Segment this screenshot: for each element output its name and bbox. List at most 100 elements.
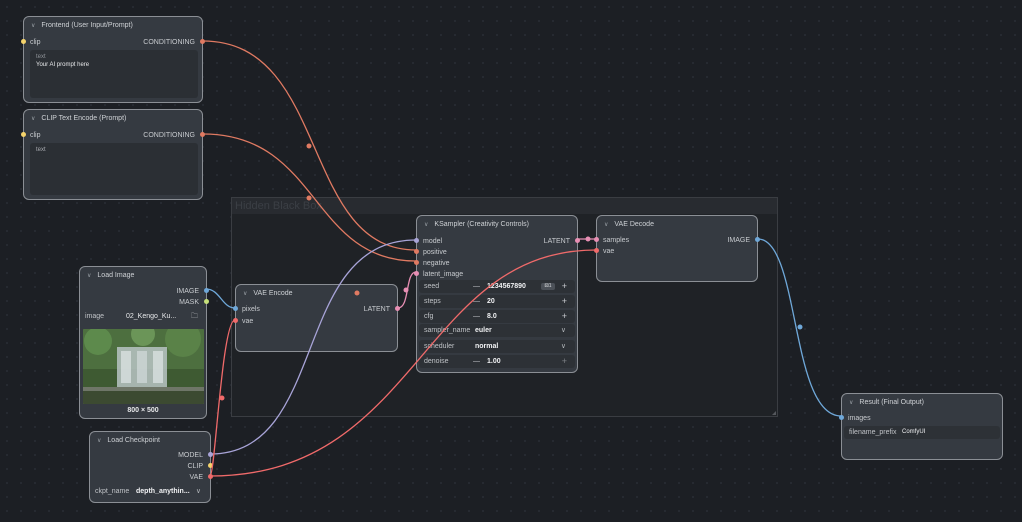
chevron-down-icon: ∨ xyxy=(560,327,566,334)
chevron-down-icon: ∨ xyxy=(560,343,566,350)
clip-input-label: clip xyxy=(30,39,41,46)
filename-prefix-field[interactable]: filename_prefix ComfyUI xyxy=(844,426,1000,439)
latent-output-socket[interactable] xyxy=(395,306,400,311)
denoise-increment-button[interactable]: + xyxy=(561,356,567,366)
positive-input-socket[interactable] xyxy=(414,249,419,254)
load-checkpoint-node[interactable]: ∨ Load Checkpoint MODEL CLIP VAE ckpt_nam… xyxy=(89,431,213,503)
denoise-label: denoise xyxy=(424,358,449,365)
group-title: Hidden Black Box xyxy=(232,198,777,214)
cfg-increment-button[interactable]: + xyxy=(561,311,567,321)
vae-encode-node[interactable]: ∨VAE Encode pixels vae LATENT xyxy=(233,284,400,352)
model-output-label: MODEL xyxy=(178,452,203,459)
cfg-widget[interactable]: cfg — 8.0 + xyxy=(419,310,575,323)
image-size-label: 800 × 500 xyxy=(127,407,159,414)
conditioning-output-socket[interactable] xyxy=(200,132,205,137)
image-filename: 02_Kengo_Ku... xyxy=(126,313,177,320)
steps-decrement-button[interactable]: — xyxy=(473,298,480,305)
scheduler-label: scheduler xyxy=(424,343,455,350)
cfg-label: cfg xyxy=(424,313,434,320)
filename-prefix-label: filename_prefix xyxy=(849,429,897,436)
collapse-chevron-icon[interactable]: ∨ xyxy=(87,272,92,279)
sampler-name-select[interactable]: sampler_name euler ∨ xyxy=(419,324,575,337)
negative-input-socket[interactable] xyxy=(414,260,419,265)
chevron-down-icon: ∨ xyxy=(195,488,201,495)
scheduler-value: normal xyxy=(475,343,499,350)
clip-input-socket[interactable] xyxy=(21,132,26,137)
positive-input-label: positive xyxy=(423,249,447,256)
steps-increment-button[interactable]: + xyxy=(561,296,567,306)
vae-output-socket[interactable] xyxy=(208,474,213,479)
group-resize-handle[interactable] xyxy=(772,411,776,415)
node-title: CLIP Text Encode (Prompt) xyxy=(41,114,127,122)
ksampler-node[interactable]: ∨KSampler (Creativity Controls) model po… xyxy=(414,215,580,373)
samples-input-socket[interactable] xyxy=(594,237,599,242)
image-output-socket[interactable] xyxy=(755,237,760,242)
model-input-socket[interactable] xyxy=(414,238,419,243)
node-title: Load Image xyxy=(97,271,135,279)
sampler-name-label: sampler_name xyxy=(424,327,471,334)
denoise-widget[interactable]: denoise — 1.00 + xyxy=(419,355,575,368)
prompt-textarea[interactable]: text Your AI prompt here xyxy=(30,50,198,98)
cfg-decrement-button[interactable]: — xyxy=(473,313,480,320)
model-input-label: model xyxy=(423,238,443,245)
image-output-label: IMAGE xyxy=(176,288,199,295)
vae-input-label: vae xyxy=(603,248,615,255)
vae-output-label: VAE xyxy=(189,474,204,481)
image-preview xyxy=(83,329,204,404)
vae-input-socket[interactable] xyxy=(233,318,238,323)
seed-decrement-button[interactable]: — xyxy=(473,283,480,290)
node-title: VAE Decode xyxy=(614,220,654,228)
images-input-socket[interactable] xyxy=(839,415,844,420)
randomize-seed-icon[interactable]: ⚄1 xyxy=(541,283,555,290)
mask-output-label: MASK xyxy=(179,299,199,306)
cfg-value: 8.0 xyxy=(487,313,497,320)
conditioning-output-socket[interactable] xyxy=(200,39,205,44)
pixels-input-socket[interactable] xyxy=(233,306,238,311)
clip-text-encode-node[interactable]: ∨ CLIP Text Encode (Prompt) clip CONDITIO… xyxy=(21,109,205,200)
ckpt-name-select[interactable]: ckpt_name depth_anythin... ∨ xyxy=(90,485,210,498)
clip-output-label: CLIP xyxy=(187,463,203,470)
collapse-chevron-icon[interactable]: ∨ xyxy=(31,115,36,122)
clip-input-label: clip xyxy=(30,132,41,139)
mask-output-socket[interactable] xyxy=(204,299,209,304)
load-image-node[interactable]: ∨ Load Image IMAGE MASK image 02_Kengo_Ku… xyxy=(79,266,209,419)
latent-output-socket[interactable] xyxy=(575,238,580,243)
collapse-chevron-icon[interactable]: ∨ xyxy=(604,221,609,228)
denoise-value: 1.00 xyxy=(487,358,501,365)
latent-image-input-socket[interactable] xyxy=(414,271,419,276)
clip-input-socket[interactable] xyxy=(21,39,26,44)
conditioning-output-label: CONDITIONING xyxy=(143,39,195,46)
scheduler-select[interactable]: scheduler normal ∨ xyxy=(419,340,575,353)
collapse-chevron-icon[interactable]: ∨ xyxy=(424,221,429,228)
images-input-label: images xyxy=(848,415,871,422)
filename-prefix-value: ComfyUI xyxy=(902,429,926,435)
samples-input-label: samples xyxy=(603,237,630,244)
folder-icon[interactable]: 🗀 xyxy=(191,313,198,320)
collapse-chevron-icon[interactable]: ∨ xyxy=(243,290,248,297)
clip-output-socket[interactable] xyxy=(208,463,213,468)
result-node[interactable]: ∨Result (Final Output) images filename_p… xyxy=(839,393,1003,460)
vae-decode-node[interactable]: ∨VAE Decode samples vae IMAGE xyxy=(594,215,760,282)
conditioning-output-label: CONDITIONING xyxy=(143,132,195,139)
steps-widget[interactable]: steps — 20 + xyxy=(419,295,575,308)
collapse-chevron-icon[interactable]: ∨ xyxy=(31,22,36,29)
node-title: Load Checkpoint xyxy=(107,436,160,444)
collapse-chevron-icon[interactable]: ∨ xyxy=(849,399,854,406)
seed-widget[interactable]: seed — 1234567890 ⚄1 + xyxy=(419,280,575,293)
frontend-node[interactable]: ∨Frontend (User Input/Prompt) clip CONDI… xyxy=(21,16,205,103)
node-title: VAE Encode xyxy=(253,289,293,297)
latent-output-label: LATENT xyxy=(363,306,390,313)
steps-label: steps xyxy=(424,298,441,305)
prompt-textarea[interactable]: text xyxy=(30,143,198,195)
vae-input-socket[interactable] xyxy=(594,248,599,253)
image-output-socket[interactable] xyxy=(204,288,209,293)
seed-increment-button[interactable]: + xyxy=(561,281,567,291)
model-output-socket[interactable] xyxy=(208,452,213,457)
seed-value: 1234567890 xyxy=(487,283,526,290)
seed-label: seed xyxy=(424,283,440,290)
negative-input-label: negative xyxy=(423,260,450,267)
collapse-chevron-icon[interactable]: ∨ xyxy=(97,437,102,444)
image-selector[interactable]: image 02_Kengo_Ku... 🗀 xyxy=(80,310,206,323)
denoise-decrement-button[interactable]: — xyxy=(473,358,480,365)
pixels-input-label: pixels xyxy=(242,306,260,313)
